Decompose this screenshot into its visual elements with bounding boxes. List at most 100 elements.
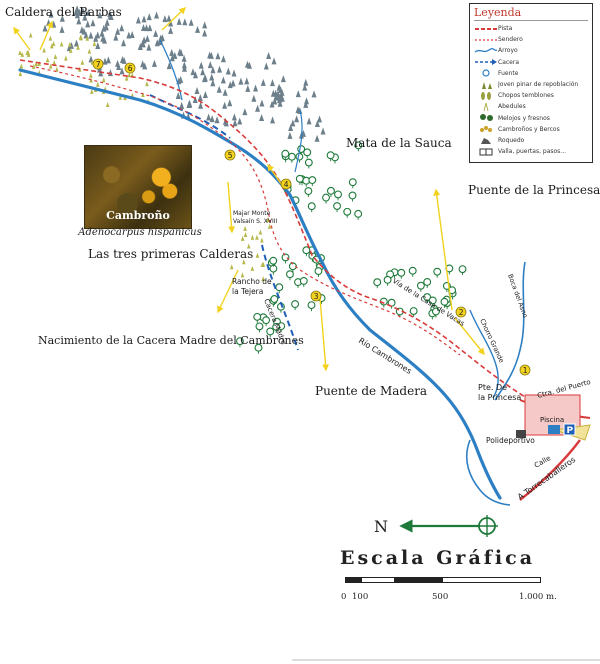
young-pine-icon <box>261 276 265 282</box>
pine-icon <box>126 31 132 39</box>
oak-icon <box>304 187 313 198</box>
pine-icon <box>302 83 308 91</box>
pine-icon <box>198 61 204 69</box>
oak-icon <box>397 268 406 279</box>
oak-icon <box>291 300 300 311</box>
place-majar-monte: Majar Monte <box>233 210 271 217</box>
young-pine-icon <box>76 44 80 50</box>
track-second <box>29 65 461 356</box>
pine-icon <box>42 24 48 32</box>
pine-icon <box>153 29 159 37</box>
oak-icon <box>373 278 382 289</box>
pine-icon <box>244 77 250 85</box>
pine-icon <box>146 43 152 51</box>
oak-icon <box>272 322 281 333</box>
birch-icon <box>483 102 489 112</box>
oak-icon <box>480 114 493 122</box>
oak-icon <box>236 337 244 348</box>
legend-item: Melojos y fresnos <box>474 113 588 124</box>
pine-icon <box>102 57 108 65</box>
pine-icon <box>275 90 281 98</box>
pine-icon <box>253 84 259 92</box>
stop-marker-label: 6 <box>128 64 133 73</box>
young-pine-icon <box>260 237 264 243</box>
pine-icon <box>73 39 79 47</box>
oak-icon <box>266 327 275 338</box>
young-pine-icon <box>19 63 24 69</box>
legend-item-label: Abedules <box>498 103 526 111</box>
young-pine-icon <box>87 48 92 54</box>
stop-marker-label: 2 <box>459 308 464 317</box>
stop-marker-4[interactable] <box>280 178 292 190</box>
pine-icon <box>175 92 181 100</box>
pine-icon <box>317 115 323 123</box>
pine-icon <box>147 24 153 32</box>
legend-item-label: Joven pinar de repoblación <box>498 81 579 89</box>
pine-icon <box>207 61 213 69</box>
stream-right <box>494 261 526 401</box>
pine-icon <box>129 31 135 39</box>
arroyo-line <box>474 47 498 53</box>
pine-icon <box>246 61 252 69</box>
young-pine-icon <box>92 41 97 47</box>
stop-marker-label: 5 <box>228 151 233 160</box>
pine-icon <box>263 62 269 70</box>
pine-icon <box>119 24 125 32</box>
stop-marker-3[interactable] <box>310 290 322 302</box>
legend-item-label: Chopos temblones <box>498 92 554 100</box>
pine-icon <box>255 104 261 112</box>
oak-icon <box>348 191 357 202</box>
oak-icon <box>307 301 316 312</box>
pine-icon <box>231 69 237 77</box>
legend-item-label: Cacera <box>498 58 519 66</box>
young-pine-icon <box>42 47 46 53</box>
pine-icon <box>176 17 182 25</box>
pine-icon <box>135 16 141 24</box>
pine-icon <box>195 25 201 33</box>
pine-icon <box>192 96 198 104</box>
oak-icon <box>281 253 290 264</box>
scale-label-500: 500 <box>432 592 449 602</box>
young-pine-stands <box>18 32 272 282</box>
oak-icon <box>286 270 294 281</box>
stop-marker-7[interactable] <box>92 58 104 70</box>
oak-icon <box>354 141 363 152</box>
oak-icon <box>262 316 271 327</box>
young-pine-icon <box>50 43 54 49</box>
parking-label: P <box>567 426 574 436</box>
place-rancho-2: la Tejera <box>232 287 263 296</box>
oak-icon <box>387 298 396 309</box>
river-cambrones <box>18 68 502 500</box>
place-caldera-barbas: Caldera del Barbas <box>5 5 122 19</box>
pine-icon <box>76 8 82 16</box>
young-pine-icon <box>31 63 36 69</box>
pine-icon <box>251 94 257 102</box>
place-puente-madera: Puente de Madera <box>315 384 427 398</box>
oak-icon <box>275 283 284 294</box>
oak-icon <box>428 296 437 307</box>
pine-icon <box>59 25 65 33</box>
stop-marker-2[interactable] <box>455 306 467 318</box>
pine-icon <box>242 108 248 116</box>
young-pine-icon <box>48 35 53 41</box>
pine-icon <box>303 100 309 108</box>
parking-sign[interactable] <box>563 423 576 436</box>
legend-item-label: Arroyo <box>498 47 518 55</box>
young-pine-icon <box>18 71 23 77</box>
pine-icon <box>51 20 57 28</box>
pine-icon <box>215 52 221 60</box>
young-pine-icon <box>243 231 248 237</box>
stop-marker-5[interactable] <box>224 149 236 161</box>
stop-marker-label: 3 <box>314 292 319 301</box>
oak-icon <box>299 276 308 287</box>
stop-marker-1[interactable] <box>519 364 531 376</box>
young-pine-icon <box>51 40 56 46</box>
pine-icon <box>104 18 110 26</box>
stop-marker-6[interactable] <box>124 62 136 74</box>
pine-icon <box>142 62 148 70</box>
pine-icon <box>220 76 226 84</box>
oak-icon <box>326 151 335 162</box>
oak-icon <box>408 266 417 277</box>
pine-icon <box>320 127 326 135</box>
